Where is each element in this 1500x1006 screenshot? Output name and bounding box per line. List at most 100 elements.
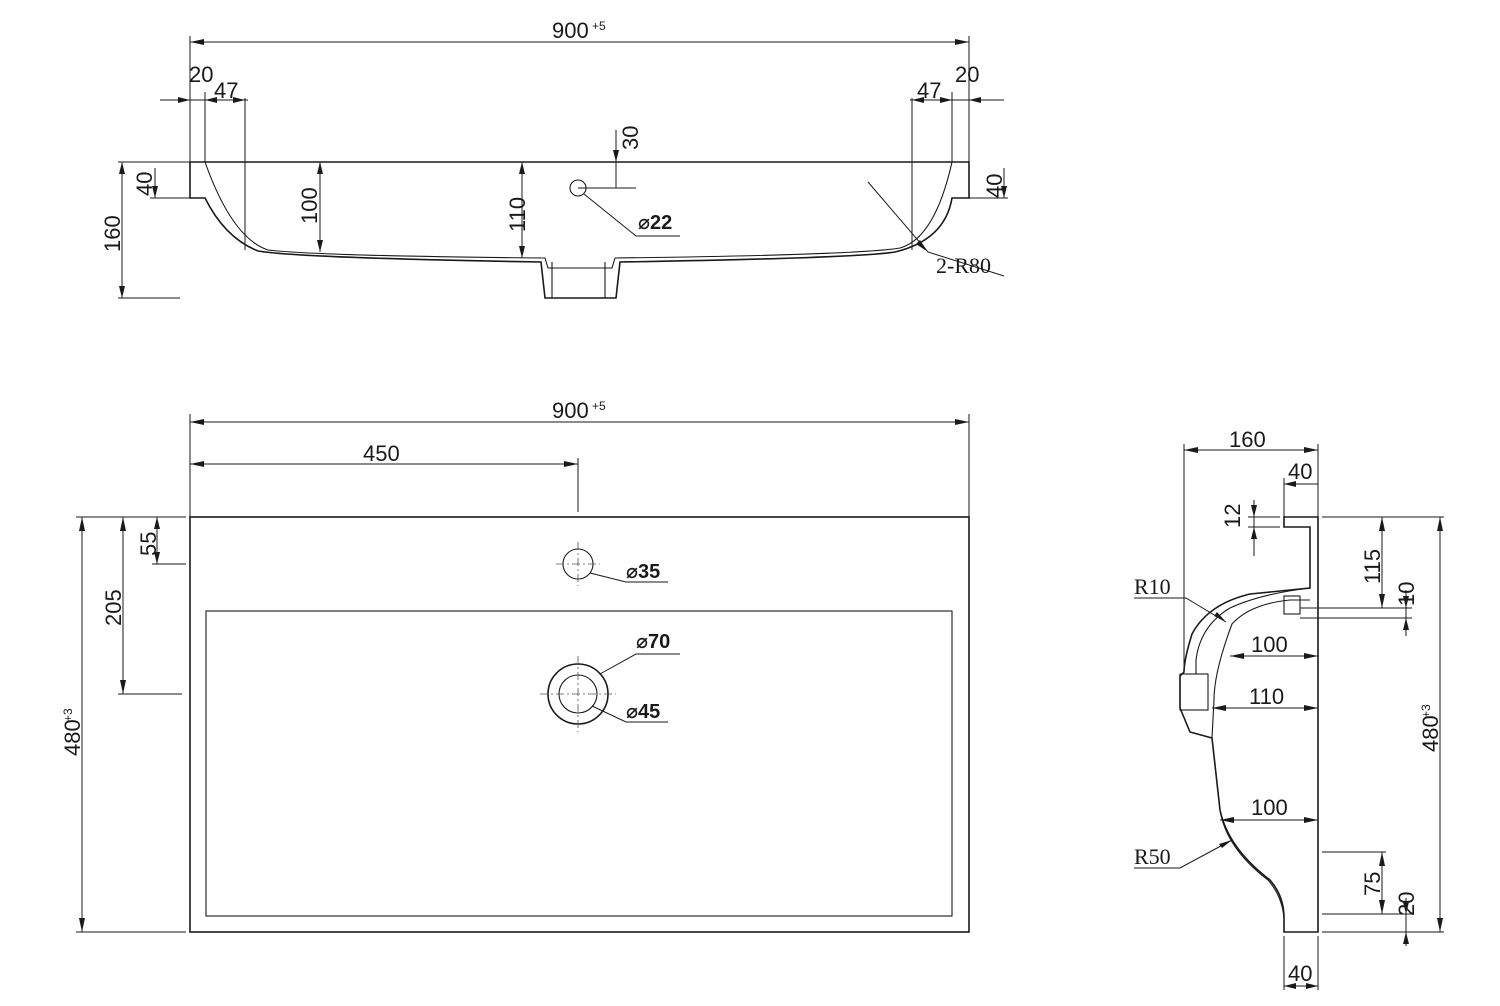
dim-label: 40 bbox=[1288, 459, 1312, 484]
arrowhead bbox=[1220, 817, 1234, 823]
arrowhead bbox=[79, 517, 85, 531]
dim-label: 160 bbox=[1229, 427, 1266, 452]
arrowhead bbox=[1306, 983, 1318, 989]
arrowhead bbox=[154, 517, 160, 529]
arrowhead bbox=[154, 552, 160, 564]
plan-view: ⌀35 ⌀70 ⌀45 900 +5 450 480 +3 bbox=[60, 398, 970, 933]
arrowhead bbox=[1184, 447, 1198, 453]
arrowhead bbox=[969, 97, 981, 103]
arrowhead bbox=[940, 97, 952, 103]
arrowhead bbox=[1403, 596, 1409, 608]
dim-label: 20 bbox=[1394, 892, 1419, 916]
dim-label: 100 bbox=[297, 187, 322, 224]
arrowhead bbox=[955, 419, 969, 425]
arrowhead bbox=[564, 461, 578, 467]
side-profile-outer bbox=[1179, 516, 1319, 933]
dim-label: R10 bbox=[1134, 574, 1171, 599]
arrowhead bbox=[190, 39, 204, 45]
arrowhead bbox=[1219, 840, 1232, 848]
dim-label: 115 bbox=[1360, 549, 1385, 584]
side-section-view: 160 40 12 R10 100 110 100 bbox=[1134, 427, 1444, 990]
arrowhead bbox=[1001, 186, 1007, 198]
front-section-view: 900 +5 20 47 47 20 30 40 160 bbox=[100, 18, 1008, 299]
arrowhead bbox=[519, 246, 525, 258]
dim-label: 480 bbox=[60, 719, 85, 756]
arrowhead bbox=[178, 97, 190, 103]
arrowhead bbox=[1403, 902, 1409, 914]
arrowhead bbox=[1212, 705, 1226, 711]
arrowhead bbox=[1437, 517, 1443, 531]
arrowhead bbox=[205, 97, 217, 103]
arrowhead bbox=[1437, 918, 1443, 932]
arrowhead bbox=[1379, 594, 1385, 608]
arrowhead bbox=[79, 918, 85, 932]
dim-label: 30 bbox=[618, 126, 643, 150]
dim-label: 900 bbox=[552, 18, 589, 43]
side-profile-inner bbox=[1195, 587, 1311, 739]
dim-label: 100 bbox=[1251, 632, 1288, 657]
dim-label: 205 bbox=[101, 589, 126, 626]
arrowhead bbox=[1251, 527, 1257, 539]
dim-tolerance: +3 bbox=[61, 708, 75, 722]
dim-label: 75 bbox=[1360, 872, 1385, 896]
arrowhead bbox=[1284, 481, 1296, 487]
arrowhead bbox=[1403, 932, 1409, 944]
overflow-fitting bbox=[1283, 595, 1301, 615]
dim-tolerance: +5 bbox=[592, 19, 606, 33]
arrowhead bbox=[1230, 653, 1244, 659]
arrowhead bbox=[1379, 517, 1385, 531]
dim-label: 47 bbox=[214, 78, 238, 103]
leader-line bbox=[589, 572, 668, 583]
arrowhead bbox=[190, 419, 204, 425]
leader-line bbox=[1134, 839, 1233, 869]
leader-line bbox=[599, 653, 680, 675]
arrowhead bbox=[120, 680, 126, 694]
arrowhead bbox=[1251, 505, 1257, 517]
dim-label: 450 bbox=[363, 441, 400, 466]
arrowhead bbox=[1379, 900, 1385, 914]
leader-line bbox=[583, 193, 680, 237]
basin-inner-rect bbox=[205, 610, 953, 917]
arrowhead bbox=[1304, 817, 1318, 823]
arrowhead bbox=[119, 286, 125, 298]
basin-outline bbox=[189, 161, 970, 299]
arrowhead bbox=[916, 240, 928, 252]
arrowhead bbox=[519, 162, 525, 174]
dim-label: 110 bbox=[1249, 684, 1284, 709]
dim-label: 40 bbox=[132, 172, 157, 196]
dim-label: 900 bbox=[552, 398, 589, 423]
dim-label: ⌀45 bbox=[626, 701, 660, 723]
dim-label: 2-R80 bbox=[936, 253, 991, 278]
dim-label: ⌀22 bbox=[638, 212, 672, 234]
dim-label: 12 bbox=[1220, 504, 1245, 528]
arrowhead bbox=[1379, 852, 1385, 866]
dim-label: 10 bbox=[1394, 582, 1419, 606]
arrowhead bbox=[1214, 612, 1226, 622]
leader-line bbox=[1134, 597, 1227, 623]
dim-label: 20 bbox=[189, 62, 213, 87]
dim-tolerance: +5 bbox=[592, 399, 606, 413]
arrowhead bbox=[190, 461, 204, 467]
dim-label: 40 bbox=[1288, 961, 1312, 986]
arrowhead bbox=[317, 162, 323, 174]
arrowhead bbox=[1304, 705, 1318, 711]
arrowhead bbox=[613, 150, 619, 162]
side-profile-wall bbox=[1219, 809, 1285, 919]
dim-label: R50 bbox=[1134, 844, 1171, 869]
leader-line bbox=[591, 705, 668, 723]
arrowhead bbox=[1403, 618, 1409, 630]
drain-fitting bbox=[1179, 673, 1209, 711]
dim-label: 480 bbox=[1418, 715, 1443, 752]
arrowhead bbox=[119, 162, 125, 174]
arrowhead bbox=[955, 39, 969, 45]
arrowhead bbox=[317, 240, 323, 252]
dim-label: 40 bbox=[982, 174, 1007, 198]
arrowhead bbox=[1304, 447, 1318, 453]
arrowhead bbox=[152, 186, 158, 198]
arrowhead bbox=[233, 97, 245, 103]
dim-label: 55 bbox=[136, 532, 161, 556]
dim-label: 20 bbox=[955, 62, 979, 87]
arrowhead bbox=[120, 517, 126, 531]
basin-inner-line bbox=[204, 161, 953, 269]
